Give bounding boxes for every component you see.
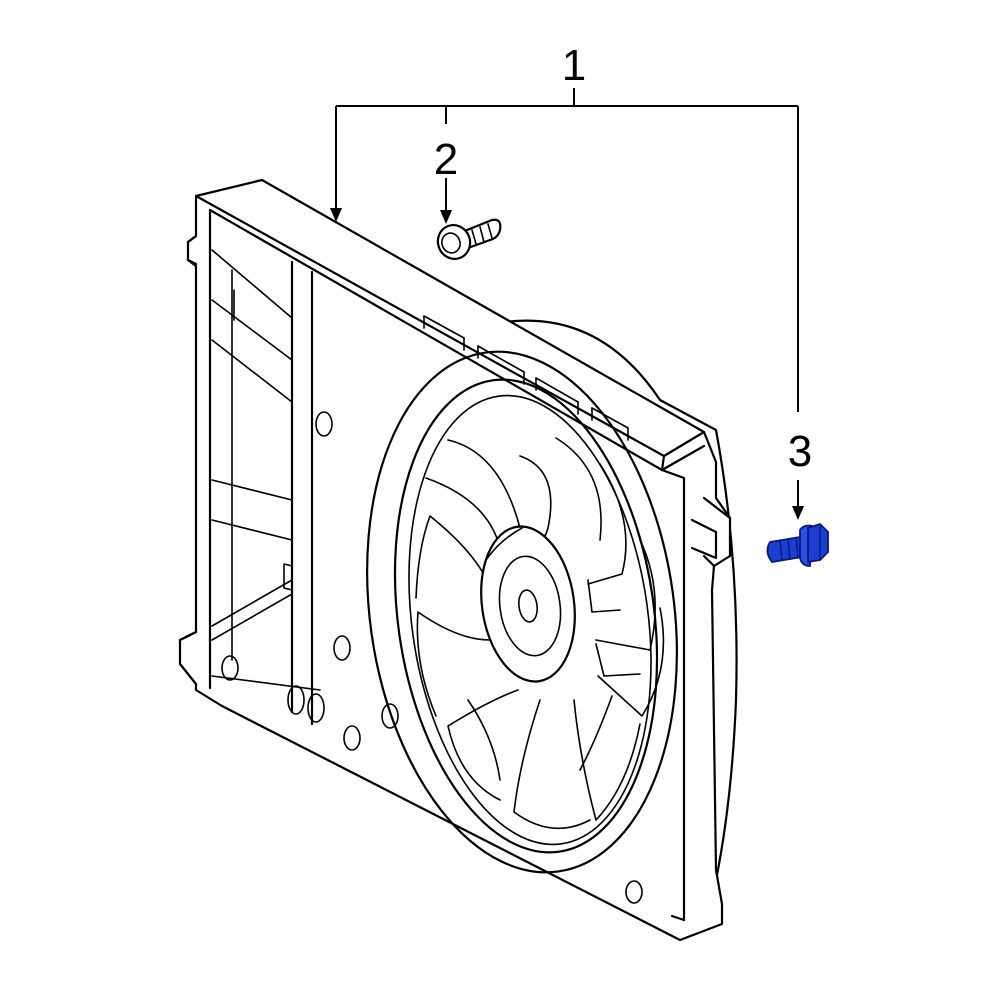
mount-hole [315, 411, 333, 437]
callout-1-label: 1 [562, 41, 586, 90]
fan-ring-outer [366, 350, 678, 874]
callout-leaders [330, 88, 804, 520]
bolt-part-3 [766, 522, 829, 567]
fan-ring-inner [393, 378, 659, 854]
mount-hole [333, 635, 351, 661]
mount-hole [343, 725, 361, 751]
callout-3-label: 3 [788, 427, 812, 476]
mount-hole [381, 703, 399, 729]
bolt-head [807, 522, 829, 564]
screw-part-2 [436, 218, 502, 260]
callout-2-label: 2 [434, 135, 458, 184]
fan-blades [415, 437, 665, 830]
fan-shroud-assembly-part-1 [178, 178, 738, 942]
mount-hole [625, 880, 643, 904]
shroud-frame [178, 178, 732, 942]
fan-hub [480, 525, 576, 683]
